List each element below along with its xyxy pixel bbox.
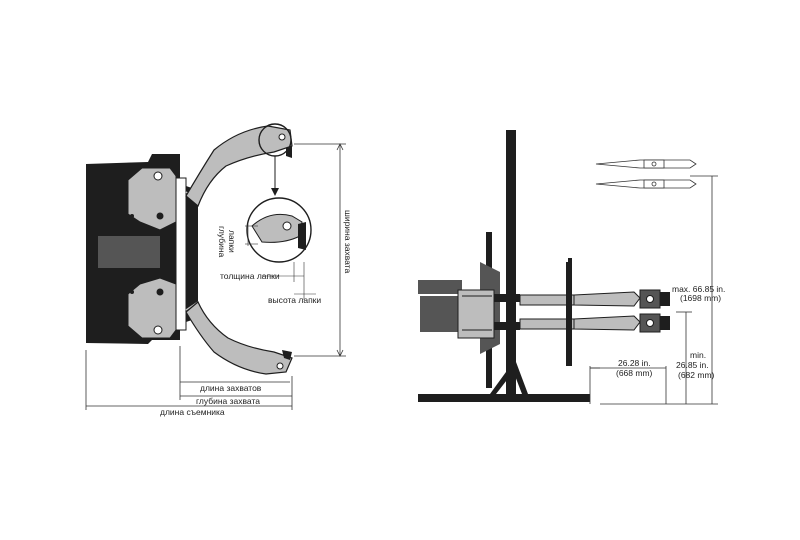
pad-height-label: высота лапки <box>268 295 321 305</box>
max-height-label-line2: (1698 mm) <box>680 293 721 303</box>
lower-side-arm <box>519 318 575 330</box>
puller-top-view <box>85 123 346 410</box>
puller-hub <box>98 236 160 268</box>
min-height-label-line1: min. <box>690 350 706 360</box>
jaw-width-label: ширина захвата <box>343 210 353 273</box>
stand-base <box>418 394 590 402</box>
upper-side-arm <box>519 294 575 306</box>
jaw-length-label: длина захватов <box>200 383 262 393</box>
pad-thickness-label: толщина лапки <box>220 271 280 281</box>
pad-detail-view <box>246 197 312 263</box>
reach-label-line1: 26.28 in. <box>618 358 651 368</box>
pad-depth-label-line2: лапки <box>227 230 237 253</box>
side-motor <box>420 296 460 332</box>
reach-label-line2: (668 mm) <box>616 368 653 378</box>
pad-depth-label-line1: глубина <box>217 226 227 258</box>
max-height-label-line1: max. 66.85 in. <box>672 284 725 294</box>
stand-mast <box>506 130 516 396</box>
puller-side-view <box>418 130 718 405</box>
upper-jaw-arm <box>185 125 293 207</box>
max-position-arms <box>595 159 697 189</box>
puller-length-label: длина съемника <box>160 407 225 417</box>
min-height-label-line2: 26.85 in. <box>676 360 709 370</box>
min-height-label-line3: (682 mm) <box>678 370 715 380</box>
lower-jaw-arm <box>185 301 293 375</box>
grip-depth-label: глубина захвата <box>196 396 260 406</box>
cross-plate <box>186 186 198 322</box>
side-plate <box>566 262 572 366</box>
